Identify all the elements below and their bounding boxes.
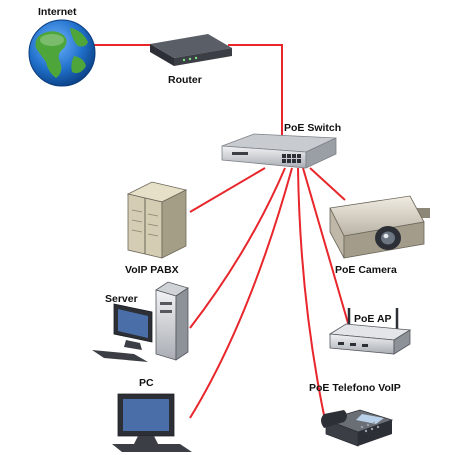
internet-globe-icon [28, 19, 96, 87]
poe-voip-phone-label: PoE Telefono VoIP [309, 382, 401, 394]
cable-switch-pabx [189, 167, 266, 213]
cable-switch-server [189, 167, 286, 329]
router-icon [150, 34, 232, 66]
pc-icon [112, 393, 192, 452]
voip-pabx-icon [126, 181, 188, 259]
cables [86, 44, 351, 421]
router-label: Router [168, 74, 202, 86]
poe-switch-label: PoE Switch [284, 122, 341, 134]
poe-ap-label: PoE AP [354, 313, 392, 325]
cable-switch-pc [189, 167, 293, 419]
server-icon [92, 281, 189, 362]
cable-router-switch [228, 44, 283, 142]
poe-camera-icon [329, 195, 430, 259]
voip-phone-icon [321, 409, 394, 447]
cable-switch-camera [309, 167, 346, 201]
cable-switch-ap [302, 167, 351, 331]
pc-label: PC [139, 377, 154, 389]
voip-pabx-label: VoIP PABX [125, 264, 179, 276]
poe-switch-icon [221, 133, 337, 169]
internet-label: Internet [38, 6, 77, 18]
poe-ap-icon [328, 308, 412, 355]
server-label: Server [105, 293, 138, 305]
poe-camera-label: PoE Camera [335, 264, 397, 276]
cable-switch-phone [297, 167, 326, 421]
